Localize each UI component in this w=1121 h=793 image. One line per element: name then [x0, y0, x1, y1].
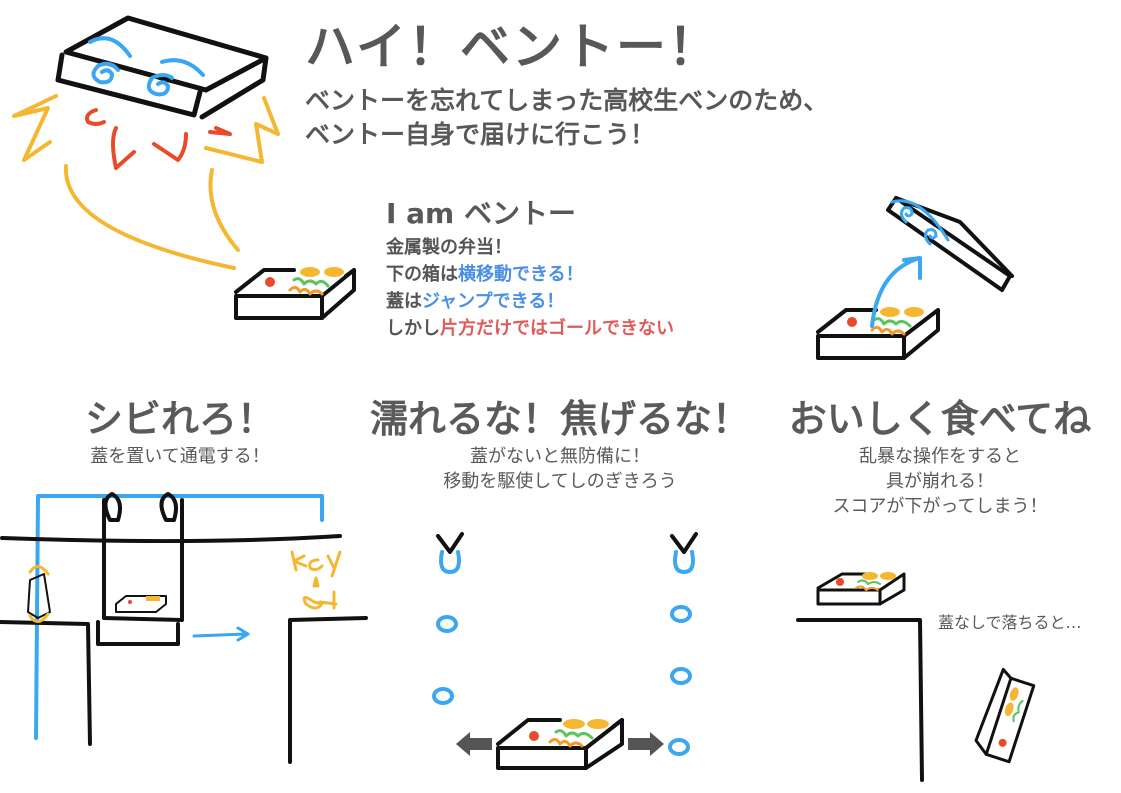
section-taste-desc-3: スコアが下がってしまう！	[832, 496, 1048, 517]
intro-line-lid-highlight: ジャンプできる！	[422, 291, 565, 312]
section-hazards-desc-1: 蓋がないと無防備に！	[470, 446, 650, 467]
section-electric-desc: 蓋を置いて通電する！	[90, 446, 270, 467]
game-subtitle-line-1: ベントーを忘れてしまった高校生ベンのため、	[305, 86, 829, 115]
arrow-right-icon	[628, 738, 650, 750]
intro-line-box-highlight: 横移動できる！	[458, 264, 584, 285]
hero-bento-lid-character	[12, 15, 280, 270]
intro-line-material: 金属製の弁当！	[386, 237, 512, 258]
hazard-illustration	[432, 532, 698, 770]
section-taste-desc-2: 具が崩れる！	[886, 471, 994, 492]
intro-line-warning: しかし片方だけではゴールできない	[386, 315, 674, 342]
battery-icon	[27, 565, 51, 623]
section-hazards-heading: 濡れるな！焦げるな！	[370, 397, 751, 441]
section-taste-desc-1: 乱暴な操作をすると	[859, 446, 1021, 467]
steam-marks	[85, 108, 232, 170]
electric-puzzle-illustration	[0, 492, 368, 764]
fall-note: 蓋なしで落ちると…	[938, 613, 1082, 632]
game-subtitle-line-2: ベントー自身で届けに行こう！	[305, 120, 656, 149]
section-electric-heading: シビれろ！	[84, 397, 275, 441]
intro-bento-box	[234, 267, 356, 320]
game-title: ハイ！ベントー！	[305, 18, 720, 76]
section-hazards-desc-2: 移動を駆使してしのぎきろう	[443, 471, 677, 492]
section-taste-heading: おいしく食べてね	[788, 397, 1092, 441]
spark-aura	[12, 94, 280, 270]
intro-line-box-prefix: 下の箱は	[386, 264, 458, 285]
section-taste: おいしく食べてね 乱暴な操作をすると 具が崩れる！ スコアが下がってしまう！	[780, 400, 1100, 519]
jump-demo-illustration	[816, 196, 1014, 360]
intro-panel: I am ベントー 金属製の弁当！ 下の箱は横移動できる！ 蓋はジャンプできる！…	[386, 200, 674, 342]
intro-line-lid-prefix: 蓋は	[386, 291, 422, 312]
intro-line-box: 下の箱は横移動できる！	[386, 261, 674, 288]
water-drops	[432, 605, 692, 756]
falling-illustration	[796, 572, 1036, 782]
key-sign	[290, 550, 342, 610]
intro-line-lid: 蓋はジャンプできる！	[386, 288, 674, 315]
intro-line-warning-prefix: しかし	[386, 318, 440, 339]
intro-heading: I am ベントー	[386, 197, 576, 230]
section-electric: シビれろ！ 蓋を置いて通電する！	[40, 400, 320, 469]
intro-line-warning-highlight: 片方だけではゴールできない	[440, 318, 674, 339]
arrow-left-icon	[470, 738, 492, 750]
section-hazards: 濡れるな！焦げるな！ 蓋がないと無防備に！ 移動を駆使してしのぎきろう	[370, 400, 750, 494]
